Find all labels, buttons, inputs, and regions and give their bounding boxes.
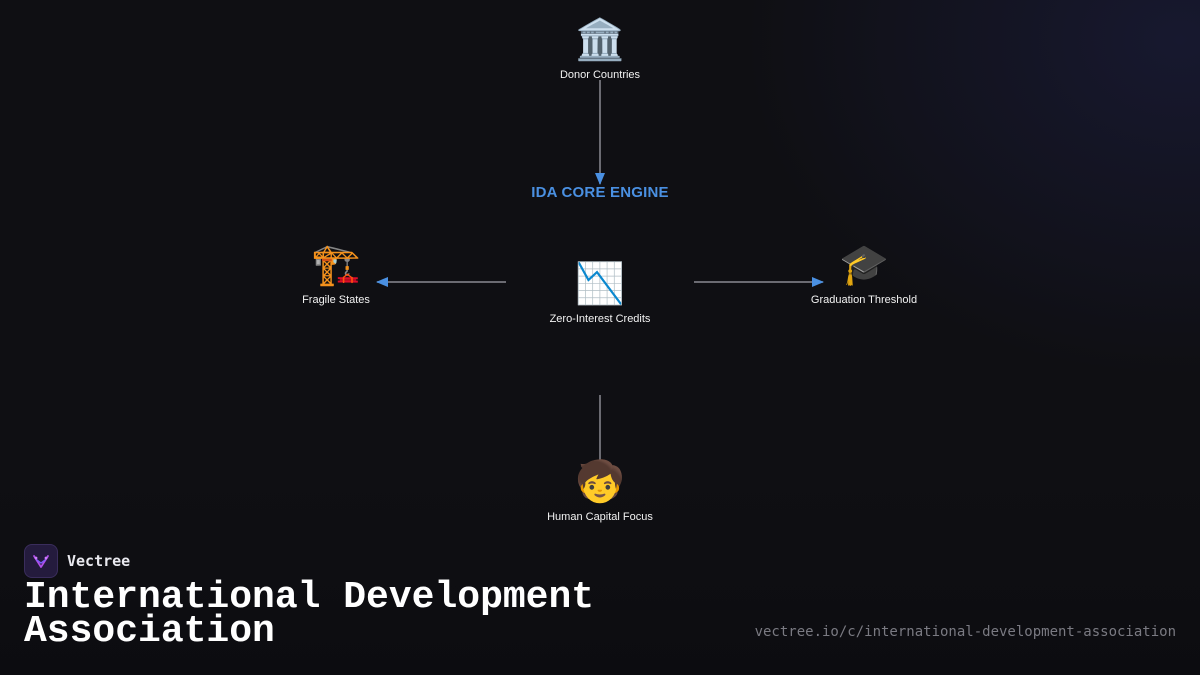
page-url[interactable]: vectree.io/c/international-development-a… [754,624,1176,640]
building-construction-icon: 🏗️ [311,242,361,288]
node-human-capital-focus[interactable]: 🧒 Human Capital Focus [520,458,680,524]
page-title: International Development Association [24,576,595,653]
node-donor-countries[interactable]: 🏛️ Donor Countries [520,16,680,82]
node-label: Fragile States [302,294,370,306]
node-fragile-states[interactable]: 🏗️ Fragile States [256,241,416,307]
node-zero-interest-credits[interactable]: 📉 Zero-Interest Credits [520,260,680,326]
brand[interactable]: Vectree [24,544,130,578]
node-label: Donor Countries [559,69,641,81]
engine-title: IDA CORE ENGINE [531,184,669,201]
node-graduation-threshold[interactable]: 🎓 Graduation Threshold [784,241,944,307]
chart-decreasing-icon: 📉 [575,261,625,307]
graduation-cap-icon: 🎓 [839,242,889,288]
brand-name: Vectree [67,552,131,570]
vectree-logo-icon [24,544,58,578]
classical-building-icon: 🏛️ [575,17,625,63]
node-label: Zero-Interest Credits [549,313,651,325]
node-label: Human Capital Focus [547,511,653,523]
node-label: Graduation Threshold [810,294,918,306]
child-icon: 🧒 [575,459,625,505]
